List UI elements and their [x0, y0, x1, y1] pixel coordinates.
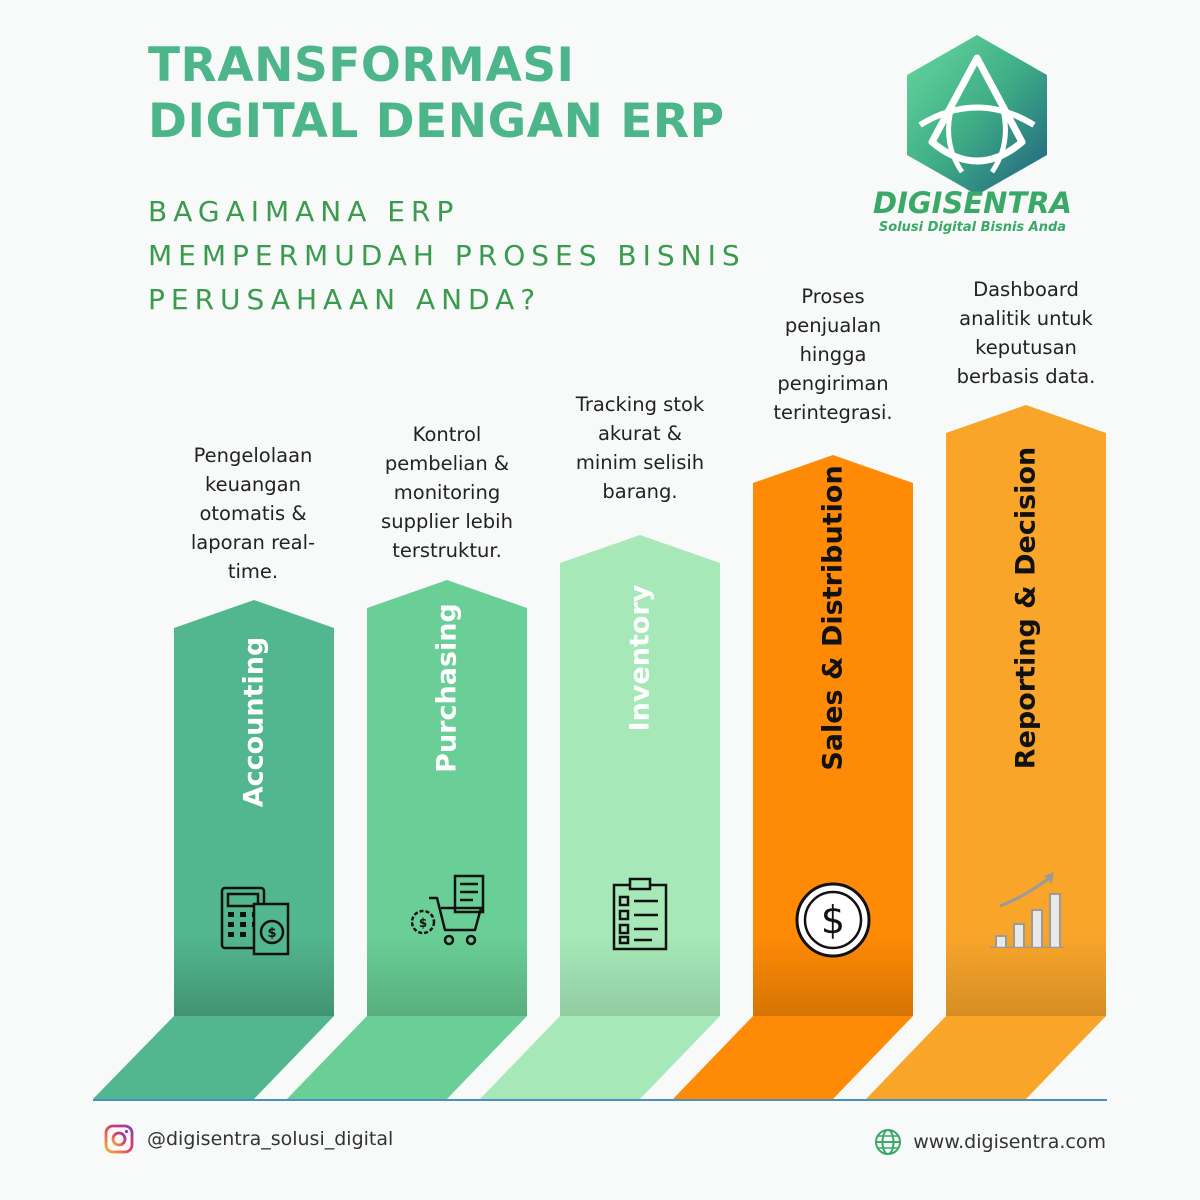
step-column-purchasing: Purchasing $: [367, 580, 527, 1016]
subtitle-line-2: MEMPERMUDAH PROSES BISNIS: [148, 239, 746, 272]
title-line-2: DIGITAL DENGAN ERP: [148, 94, 725, 149]
step-label-accounting: Accounting: [238, 636, 270, 808]
brand-name: DIGISENTRA: [873, 186, 1072, 220]
step-column-reporting: Reporting & Decision: [946, 405, 1106, 1016]
svg-text:$: $: [419, 916, 427, 930]
step-base-accounting: [93, 1016, 334, 1099]
step-base-inventory: [480, 1016, 720, 1099]
page-subtitle: BAGAIMANA ERP MEMPERMUDAH PROSES BISNIS …: [148, 190, 746, 322]
brand-logo-icon: [907, 35, 1047, 195]
step-arrow: [946, 405, 1106, 1016]
step-column-inventory: Inventory: [560, 535, 720, 1016]
subtitle-line-1: BAGAIMANA ERP: [148, 195, 460, 228]
clipboard-checklist-icon: [612, 877, 668, 951]
step-description-reporting: Dashboard analitik untuk keputusan berba…: [956, 278, 1096, 388]
calculator-dollar-icon: $: [220, 886, 290, 956]
step-label-inventory: Inventory: [624, 584, 656, 732]
page-title: TRANSFORMASI DIGITAL DENGAN ERP: [148, 38, 725, 150]
step-arrow: [560, 535, 720, 1016]
step-label-sales: Sales & Distribution: [817, 465, 849, 771]
footer-website[interactable]: www.digisentra.com: [873, 1127, 1106, 1157]
step-label-reporting: Reporting & Decision: [1010, 446, 1042, 770]
step-column-sales: Sales & Distribution $: [753, 455, 913, 1016]
instagram-handle[interactable]: @digisentra_solusi_digital: [147, 1128, 394, 1150]
svg-text:$: $: [821, 898, 845, 942]
step-description-purchasing: Kontrol pembelian & monitoring supplier …: [381, 423, 513, 562]
footer-instagram[interactable]: @digisentra_solusi_digital: [103, 1123, 393, 1155]
instagram-icon: [104, 1124, 134, 1154]
step-base-reporting: [866, 1016, 1106, 1099]
title-line-1: TRANSFORMASI: [148, 38, 575, 93]
footer-divider: [93, 1099, 1107, 1101]
globe-icon: [875, 1129, 902, 1155]
subtitle-line-3: PERUSAHAAN ANDA?: [148, 283, 542, 316]
step-description-sales: Proses penjualan hingga pengiriman terin…: [773, 285, 893, 424]
brand-tagline: Solusi Digital Bisnis Anda: [878, 220, 1067, 235]
step-base-purchasing: [287, 1016, 527, 1099]
growth-chart-icon: [990, 872, 1064, 948]
step-base-sales: [673, 1016, 913, 1099]
dollar-coin-icon: $: [795, 882, 871, 958]
step-column-accounting: Accounting $: [174, 600, 334, 1016]
cart-checklist-icon: $: [410, 874, 485, 946]
step-description-inventory: Tracking stok akurat & minim selisih bar…: [575, 393, 705, 503]
svg-text:$: $: [267, 926, 276, 941]
step-label-purchasing: Purchasing: [431, 603, 463, 773]
website-url[interactable]: www.digisentra.com: [913, 1131, 1106, 1153]
step-description-accounting: Pengelolaan keuangan otomatis & laporan …: [190, 444, 316, 583]
